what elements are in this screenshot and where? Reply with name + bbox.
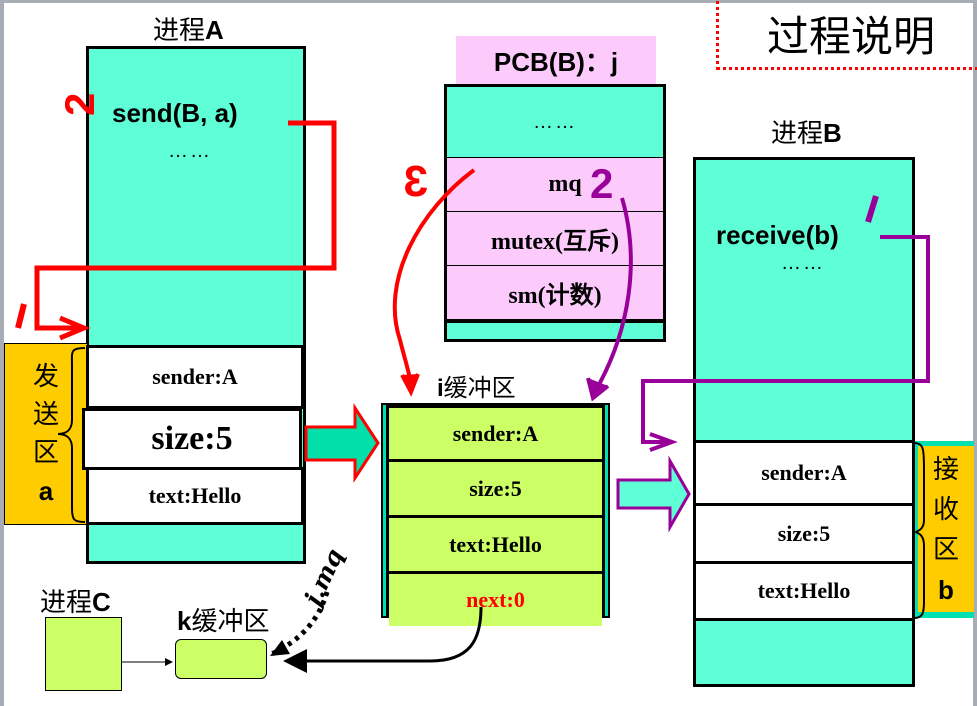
pcb-b-ellipsis: …… xyxy=(533,110,577,133)
pcb-b-header: …… xyxy=(444,84,666,160)
copy-to-buffer-arrow xyxy=(304,402,380,484)
title-text: 过程说明 xyxy=(766,11,935,61)
process-b-ellipsis: …… xyxy=(781,252,825,274)
dotted-jmq-arrowhead xyxy=(270,640,290,656)
process-b-label: 进程B xyxy=(771,118,842,149)
process-a-size-field: size:5 xyxy=(82,408,302,470)
mq-link-red-arrowhead xyxy=(400,373,420,397)
send-call: send(B, a) xyxy=(112,98,238,128)
process-a-text-field: text:Hello xyxy=(86,467,304,525)
k-buffer-label: k缓冲区 xyxy=(177,606,270,637)
dotted-jmq-curve xyxy=(270,591,330,657)
k-buffer-box xyxy=(175,639,267,679)
receive-area-label: 接 收 区 b xyxy=(918,446,974,612)
send-flow-arrowhead xyxy=(59,315,91,341)
pcb-field-sm: sm(计数) xyxy=(444,266,666,322)
pcb-field-mq: mq xyxy=(444,158,666,214)
receive-call: receive(b) xyxy=(716,220,839,250)
window-frame-top xyxy=(0,0,977,3)
title-box: 过程说明 xyxy=(716,0,977,70)
copy-to-receive-arrow xyxy=(616,455,691,533)
receive-flow-arrowhead xyxy=(649,432,678,452)
step-send-area-annotation xyxy=(15,303,27,329)
i-buffer-text: text:Hello xyxy=(389,518,602,574)
process-c-box xyxy=(45,617,122,691)
window-frame-right xyxy=(973,0,977,706)
process-a-label: 进程A xyxy=(153,15,224,46)
mq-link-purple-arrowhead xyxy=(586,377,610,402)
i-buffer-label: i缓冲区 xyxy=(437,374,516,402)
process-b-text-field: text:Hello xyxy=(693,561,915,621)
i-buffer-size: size:5 xyxy=(389,462,602,518)
process-a-ellipsis: …… xyxy=(168,140,212,162)
i-buffer-box: sender:A size:5 text:Hello next:0 xyxy=(381,403,610,626)
process-b-sender-field: sender:A xyxy=(693,440,915,506)
pcb-b-label: PCB(B)：j xyxy=(456,36,656,84)
process-b-size-field: size:5 xyxy=(693,503,915,564)
process-c-label: 进程C xyxy=(40,587,111,618)
pcb-b-footer xyxy=(444,320,666,342)
process-a-sender-field: sender:A xyxy=(86,345,304,409)
send-area-label: 发 送 区 a xyxy=(4,343,88,525)
window-frame-left xyxy=(0,0,4,706)
step-mq-red-annotation: 3 xyxy=(404,157,428,206)
pcb-field-mutex: mutex(互斥) xyxy=(444,212,666,268)
i-buffer-next: next:0 xyxy=(389,574,602,626)
i-buffer-sender: sender:A xyxy=(389,408,602,462)
